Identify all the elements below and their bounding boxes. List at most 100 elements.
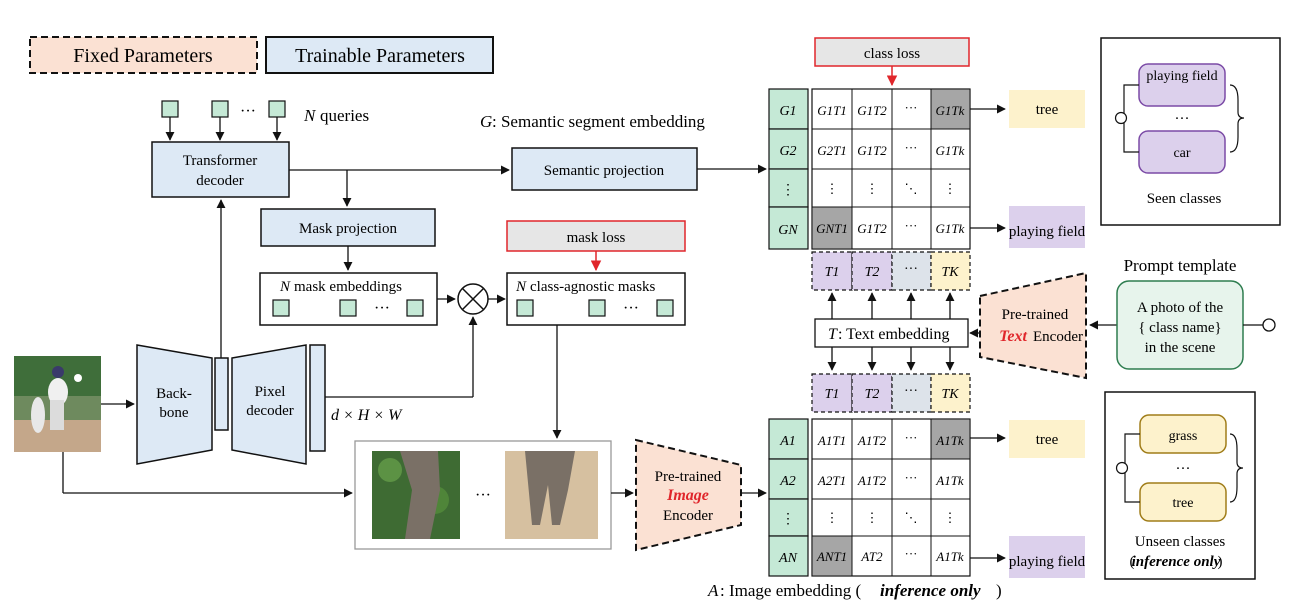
a-cell: AT2: [860, 549, 883, 564]
a-cell: A1T1: [817, 433, 846, 448]
text-encoder-line2: Text: [999, 328, 1027, 345]
output-tree-top-label: tree: [1036, 102, 1059, 118]
text-embedding-box: [814, 318, 969, 348]
mask-projection: [260, 208, 436, 247]
class-loss-label: class loss: [864, 46, 920, 62]
unseen-brace: [1229, 433, 1244, 503]
output-tree-top: [1009, 90, 1085, 128]
g-cell: G1T2: [857, 103, 887, 118]
t-cell-label: T1: [825, 387, 840, 402]
mask-projection-label: Mask projection: [299, 221, 397, 237]
seen-class-dots: ···: [1175, 111, 1190, 127]
transformer-decoder-line2: decoder: [196, 173, 243, 189]
a-cell: A1T2: [857, 433, 887, 448]
t-cell-label: TK: [941, 265, 959, 280]
unseen-class-bottom-label: tree: [1173, 496, 1194, 511]
g-cell: GNT1: [816, 221, 848, 236]
a-cell: A1T2: [857, 473, 887, 488]
legend-trainable-box: [265, 36, 494, 74]
queries-label: queries: [320, 106, 369, 125]
g-cell: G1T2: [857, 143, 887, 158]
prompt-title: Prompt template: [1124, 256, 1237, 275]
g-row-n-label: GN: [778, 223, 798, 238]
g-row-1: [768, 88, 809, 130]
a-cell: A1Tk: [935, 473, 964, 488]
text-encoder-line3: Encoder: [1033, 329, 1083, 345]
a-row-dots: [768, 498, 809, 537]
unseen-caption-paren-open: (: [1130, 554, 1135, 570]
legend-fixed-label: Fixed Parameters: [73, 45, 213, 67]
unseen-class-dots: ···: [1176, 461, 1191, 477]
per-pixel-feature: [309, 344, 326, 452]
g-cell: ···: [905, 100, 918, 115]
queries-var: N: [303, 106, 317, 125]
image-caption-var: A: [707, 581, 719, 600]
backbone: [136, 344, 213, 465]
text-encoder-line1: Pre-trained: [1002, 307, 1069, 323]
a-cell: ANT1: [816, 549, 847, 564]
g-cell: ···: [905, 140, 918, 155]
text-embedding-label: : Text embedding: [838, 326, 949, 343]
t-cell-label: ···: [904, 262, 918, 277]
t-cell-label: TK: [941, 387, 959, 402]
g-cell: ⋮: [944, 181, 957, 196]
crops-dots: ···: [475, 487, 491, 504]
t-cell: [891, 373, 932, 413]
a-cell: ⋱: [905, 510, 918, 525]
g-matrix: G1 G2 ⋮ GN G1T1 G1T2 ··· G1Tk G2T1 G1T2 …: [768, 88, 971, 250]
seen-class-top-label: playing field: [1146, 69, 1217, 84]
t-cell-label: T1: [825, 265, 840, 280]
transformer-decoder: [151, 141, 290, 198]
prompt-line1: A photo of the: [1137, 300, 1224, 316]
a-row-1-label: A1: [779, 434, 796, 449]
t-cell-label: T2: [865, 265, 880, 280]
mask-embeddings-var: N: [279, 279, 291, 295]
semantic-projection-label: Semantic projection: [544, 163, 665, 179]
class-agnostic-var: N: [515, 279, 527, 295]
image-caption-bold: inference only: [880, 581, 981, 600]
mask-embedding-token: [272, 299, 290, 317]
output-tree-bottom-label: tree: [1036, 432, 1059, 448]
g-row-dots-label: ⋮: [781, 183, 795, 198]
image-caption-end: ): [996, 581, 1002, 600]
a-highlight-cell: [930, 418, 971, 460]
mask-embedding-token: [406, 299, 424, 317]
image-encoder-line3: Encoder: [663, 508, 713, 524]
a-cell: ···: [905, 470, 918, 485]
query-token: [161, 100, 179, 118]
a-row-1: [768, 418, 809, 460]
pixel-decoder: [231, 344, 307, 465]
prompt-line2: { class name}: [1138, 320, 1222, 336]
a-cell: ···: [905, 430, 918, 445]
g-row-n: [768, 206, 809, 250]
output-tree-bottom: [1009, 420, 1085, 458]
mask-loss-label: mask loss: [567, 230, 626, 246]
backbone-line1: Back-: [156, 386, 192, 402]
mask-token: [588, 299, 606, 317]
mask-embeddings-label: mask embeddings: [294, 279, 402, 295]
g-highlight-cell: [811, 206, 853, 250]
unseen-caption-line1: Unseen classes: [1135, 534, 1226, 550]
text-encoder: [979, 271, 1087, 380]
image-encoder-line1: Pre-trained: [655, 469, 722, 485]
a-row-dots-label: ⋮: [781, 512, 795, 527]
text-embedding-var: T: [828, 326, 838, 343]
mask-token: [656, 299, 674, 317]
unseen-node: [1115, 461, 1129, 475]
input-image: [14, 356, 101, 452]
mask-loss-box: [506, 220, 686, 252]
legend-trainable-label: Trainable Parameters: [295, 45, 465, 67]
unseen-class-top-label: grass: [1169, 429, 1198, 444]
g-cell: G1Tk: [936, 221, 965, 236]
g-cell: ···: [905, 218, 918, 233]
prompt-input-node: [1262, 318, 1276, 332]
t-cell-label: ···: [904, 384, 918, 399]
image-encoder-line2: Image: [666, 487, 709, 504]
a-matrix: A1 A2 ⋮ AN A1T1 A1T2 ··· A1Tk A2T1 A1T2 …: [768, 418, 971, 577]
pixel-decoder-line1: Pixel: [255, 384, 286, 400]
output-playing-field-bottom-label: playing field: [1009, 554, 1086, 570]
t-cell: [930, 251, 971, 291]
class-agnostic-dots: ···: [623, 300, 639, 317]
g-cell: G2T1: [817, 143, 847, 158]
